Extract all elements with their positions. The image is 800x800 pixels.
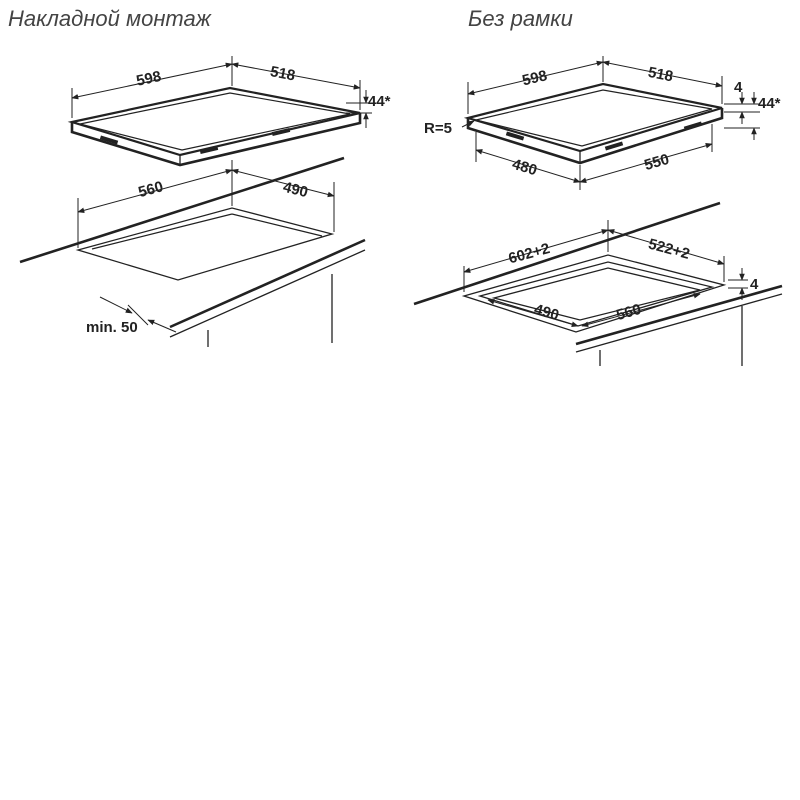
left-hob (67, 86, 362, 167)
left-hob-width-label: 598 (135, 68, 163, 90)
left-worktop (19, 156, 366, 347)
left-cutout-dimensions: 560 490 min. 50 (77, 160, 335, 336)
flush-mount-title: Без рамки (468, 6, 573, 31)
right-cutout-step-label: 4 (750, 276, 759, 293)
right-hob-radius-label: R=5 (424, 120, 452, 137)
right-hob-inner-depth-label: 550 (642, 151, 671, 174)
left-hob-dimensions: 598 518 44* (71, 56, 391, 128)
left-cutout-width-label: 560 (137, 178, 166, 201)
surface-mount-title: Накладной монтаж (8, 6, 211, 31)
right-hob-width-label: 598 (521, 67, 549, 89)
left-cutout-min-edge-label: min. 50 (86, 319, 138, 336)
right-panel: 598 518 4 44* R=5 480 550 (413, 56, 783, 366)
left-hob-height-label: 44* (368, 93, 391, 110)
left-hob-depth-label: 518 (269, 63, 297, 84)
right-hob-dimensions: 598 518 4 44* R=5 480 550 (424, 56, 781, 190)
left-panel: 598 518 44* 560 490 (19, 56, 391, 347)
right-cutout-inner-width-label: 560 (614, 301, 643, 324)
right-hob-glass-label: 4 (734, 79, 743, 96)
right-hob (463, 82, 724, 165)
right-hob-height-label: 44* (758, 95, 781, 112)
right-worktop (413, 201, 783, 366)
right-hob-depth-label: 518 (647, 64, 675, 85)
right-cutout-outer-width-label: 602+2 (507, 240, 552, 267)
left-cutout-depth-label: 490 (281, 179, 309, 202)
right-cutout-inner-depth-label: 490 (532, 301, 561, 324)
right-cutout-outer-depth-label: 522+2 (646, 236, 691, 263)
right-hob-inner-width-label: 480 (510, 156, 539, 180)
